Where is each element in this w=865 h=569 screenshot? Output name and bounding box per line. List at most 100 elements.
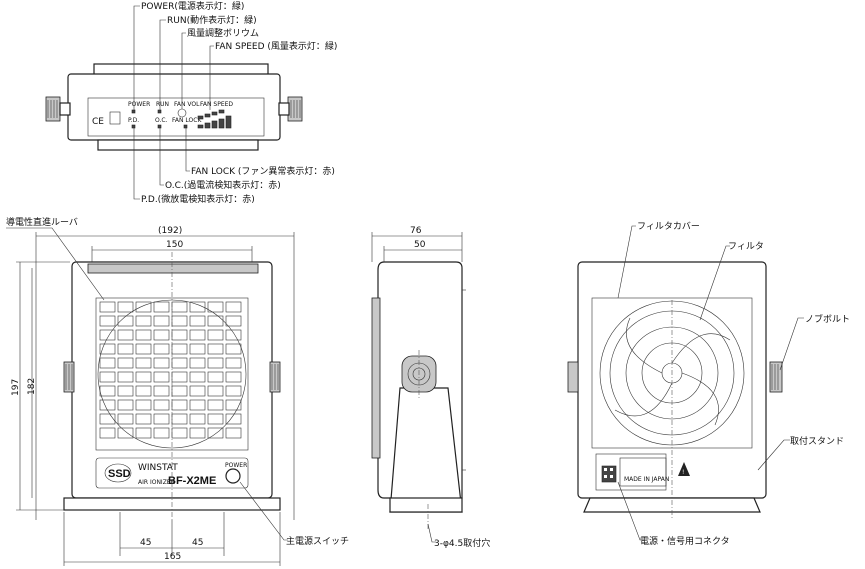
louver-slot: [99, 329, 116, 341]
louver-slot: [153, 315, 170, 327]
louver-slot: [225, 399, 242, 411]
left-knob-front: [63, 361, 75, 393]
louver-slot: [135, 343, 152, 355]
louver-slot: [153, 399, 170, 411]
right-knob-front: [269, 361, 281, 393]
louver-slot: [153, 427, 170, 439]
callout-pd: P.D.(微放電検知表示灯：赤): [141, 193, 255, 205]
model-label: BF-X2ME: [168, 475, 216, 487]
louver-slot: [189, 385, 206, 397]
louver-slot: [117, 301, 134, 313]
power-led: [131, 109, 136, 114]
louver-slot: [189, 301, 206, 313]
fan-speed-leds: [197, 109, 232, 129]
ce-mark: CE: [92, 117, 104, 127]
dim-width-inner: 150: [166, 240, 183, 250]
louver-slot: [207, 427, 224, 439]
stand-callout: 取付スタンド: [790, 436, 844, 447]
louver-slot: [99, 343, 116, 355]
louver-slot: [207, 315, 224, 327]
louver-slot: [153, 371, 170, 383]
louver-slot: [117, 427, 134, 439]
louver-slot: [135, 427, 152, 439]
knob-bolt-callout: ノブボルト: [805, 313, 850, 325]
panel-power-label: POWER: [128, 101, 150, 108]
svg-text:SSD: SSD: [108, 468, 131, 480]
dim-height-outer: 197: [11, 379, 21, 396]
subbrand-label: AIR IONIZER: [138, 479, 175, 486]
louver-slot: [189, 371, 206, 383]
louver-slot: [99, 315, 116, 327]
callout-run: RUN(動作表示灯：緑): [167, 14, 257, 26]
louver-slot: [207, 329, 224, 341]
louver-slot: [189, 329, 206, 341]
louver-slot: [117, 413, 134, 425]
louver-slot: [135, 399, 152, 411]
louver-slot: [99, 413, 116, 425]
louver-slot: [225, 357, 242, 369]
louver-slot: [225, 329, 242, 341]
louver-slot: [153, 385, 170, 397]
louver-slot: [117, 329, 134, 341]
run-led: [157, 109, 162, 114]
main-power-switch[interactable]: [225, 468, 241, 484]
louver-slot: [153, 413, 170, 425]
louver-slot: [99, 399, 116, 411]
switch-callout: 主電源スイッチ: [286, 535, 349, 547]
panel-run-label: RUN: [156, 101, 169, 108]
louver-slot: [225, 427, 242, 439]
louver-slot: [99, 357, 116, 369]
side-view: 76 50 3-φ4.5取付穴: [371, 226, 490, 549]
callout-fan-speed: FAN SPEED (風量表示灯：緑): [215, 40, 337, 52]
louver-slot: [225, 371, 242, 383]
louver-slot: [117, 357, 134, 369]
dim-base-width: 165: [164, 552, 181, 562]
power-signal-connector[interactable]: [601, 465, 617, 483]
filter-callout: フィルタ: [728, 241, 764, 252]
louver-slot: [117, 371, 134, 383]
louver-slot: [135, 315, 152, 327]
front-view: SSD WINSTAT AIR IONIZER BF-X2ME POWER (1…: [6, 216, 349, 566]
louver-slot: [99, 371, 116, 383]
callout-power: POWER(電源表示灯：緑): [141, 0, 244, 12]
panel-pd-label: P.D.: [128, 117, 139, 124]
louver-slot: [171, 315, 188, 327]
callout-fan-lock: FAN LOCK (ファン異常表示灯：赤): [191, 165, 335, 177]
pd-led: [131, 124, 136, 129]
louver-slot: [135, 301, 152, 313]
louver-slot: [135, 385, 152, 397]
dim-hole-right: 45: [192, 538, 203, 548]
back-view: MADE IN JAPAN ! フィルタカバー フィルタ ノブボルト 取付スタン…: [567, 221, 850, 547]
louver-slot: [153, 343, 170, 355]
panel-fan-speed-label: FAN SPEED: [200, 101, 233, 108]
louver-slot: [135, 413, 152, 425]
louver-slot: [117, 399, 134, 411]
louver-slot: [225, 413, 242, 425]
right-knob-back[interactable]: [769, 361, 783, 393]
connector-callout: 電源・信号用コネクタ: [640, 535, 730, 547]
louver-slot: [153, 301, 170, 313]
louver-slot: [189, 413, 206, 425]
louver-slot: [117, 385, 134, 397]
louver-slot: [99, 385, 116, 397]
louver-slot: [189, 399, 206, 411]
louver-slot: [225, 315, 242, 327]
louver-slot: [189, 343, 206, 355]
louver-slot: [153, 357, 170, 369]
louver-slot: [135, 357, 152, 369]
filter-cover-callout: フィルタカバー: [637, 221, 700, 232]
louver-slot: [171, 385, 188, 397]
louver-slot: [207, 357, 224, 369]
right-knob-top: [278, 96, 303, 122]
ssd-logo: SSD: [104, 463, 132, 483]
louver-slot: [189, 315, 206, 327]
louver-slot: [207, 343, 224, 355]
callout-volume: 風量調整ボリウム: [187, 27, 259, 39]
fan-lock-led: [183, 124, 188, 129]
louver-slot: [225, 343, 242, 355]
louver-slot: [207, 399, 224, 411]
svg-text:!: !: [682, 469, 684, 476]
louver-slot: [189, 427, 206, 439]
dim-width-outer: (192): [158, 226, 182, 236]
